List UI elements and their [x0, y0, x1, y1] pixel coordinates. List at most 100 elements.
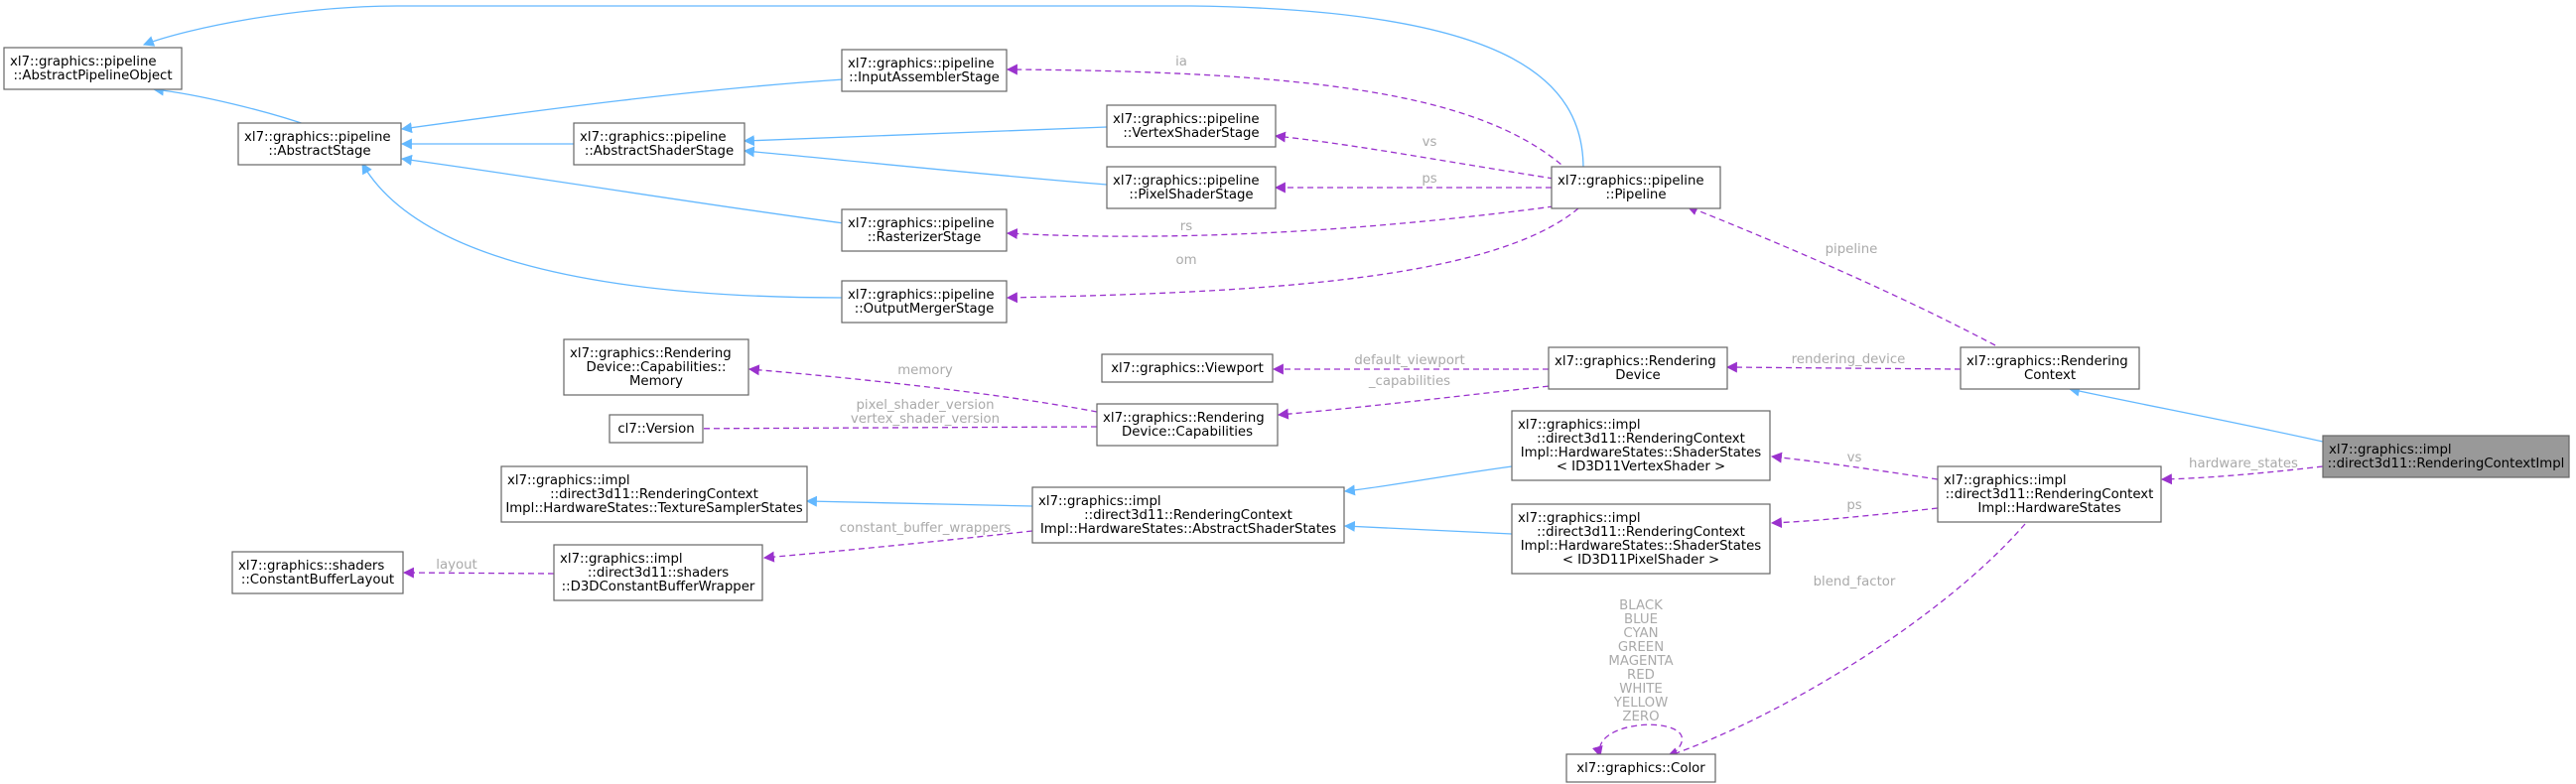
node-label-line: Impl::HardwareStates::ShaderStates: [1521, 446, 1762, 460]
node-box: [1096, 403, 1279, 447]
node-capabilities-memory[interactable]: xl7::graphics::RenderingDevice::Capabili…: [563, 338, 749, 396]
node-label-line: ::AbstractStage: [268, 144, 370, 159]
edge-labels: ia vs ps rs om pipeline rendering_device…: [436, 55, 2298, 724]
node-d3d-constant-buffer-wrapper[interactable]: xl7::graphics::impl::direct3d11::shaders…: [553, 544, 763, 601]
node-label-line: xl7::graphics::impl: [560, 552, 683, 567]
node-label-line: xl7::graphics::impl: [2329, 443, 2452, 457]
inherit-abstractstage-to-pipelineobject: [152, 84, 314, 128]
node-box: [841, 208, 1008, 252]
usage-shader-versions: [663, 423, 1098, 435]
node-box: [1937, 465, 2162, 523]
node-label-line: xl7::graphics::impl: [1038, 494, 1161, 509]
node-label-line: xl7::graphics::Rendering: [1555, 354, 1716, 369]
node-input-assembler-stage[interactable]: xl7::graphics::pipeline::InputAssemblerS…: [841, 49, 1008, 92]
node-abstract-shader-stage[interactable]: xl7::graphics::pipeline::AbstractShaderS…: [573, 122, 746, 166]
node-box: [553, 544, 763, 601]
node-rendering-context[interactable]: xl7::graphics::RenderingContext: [1960, 346, 2140, 390]
node-label-line: ::direct3d11::RenderingContext: [1946, 487, 2154, 502]
node-label-line: xl7::graphics::Rendering: [1966, 354, 2128, 369]
edge-label-blend-factor: blend_factor: [1814, 575, 1896, 589]
node-device-capabilities[interactable]: xl7::graphics::RenderingDevice::Capabili…: [1096, 403, 1279, 447]
node-box: [1511, 503, 1771, 575]
node-label-line: ::AbstractShaderStage: [585, 144, 734, 159]
node-shader-states-vertex[interactable]: xl7::graphics::impl::direct3d11::Renderi…: [1511, 410, 1771, 481]
node-label-line: ::OutputMergerStage: [855, 302, 995, 317]
node-box: [1031, 486, 1345, 544]
node-label-line: xl7::graphics::Color: [1576, 761, 1705, 776]
edge-label-vertex-shader-version: vertex_shader_version: [851, 412, 1000, 427]
node-pipeline[interactable]: xl7::graphics::pipeline::Pipeline: [1551, 166, 1721, 209]
node-box: [841, 280, 1008, 324]
node-label-line: xl7::graphics::pipeline: [1113, 112, 1260, 127]
usage-color-constants: [1592, 723, 1683, 758]
edge-label-rendering-device: rendering_device: [1792, 352, 1906, 367]
node-rendering-context-impl[interactable]: xl7::graphics::impl::direct3d11::Renderi…: [2322, 435, 2570, 478]
node-label-line: xl7::graphics::Viewport: [1111, 361, 1264, 376]
node-abstract-pipeline-object[interactable]: xl7::graphics::pipeline::AbstractPipelin…: [3, 47, 183, 90]
node-label-line: Context: [2024, 368, 2076, 383]
usage-rs: [1006, 205, 1555, 240]
inherit-pixelshaderstage-to-abstractshaderstage: [743, 146, 1108, 186]
node-box: [1565, 753, 1716, 783]
node-texture-sampler-states[interactable]: xl7::graphics::impl::direct3d11::Renderi…: [500, 465, 808, 523]
node-label-line: ::InputAssemblerStage: [849, 70, 1000, 85]
edge-label-ps-states: ps: [1846, 498, 1861, 513]
inherit-rasterizer-to-abstractstage: [400, 154, 845, 224]
node-box: [237, 122, 402, 166]
node-box: [1551, 166, 1721, 209]
node-label-line: xl7::graphics::pipeline: [848, 288, 995, 303]
color-constant-label: CYAN: [1623, 626, 1658, 641]
node-label-line: < ID3D11VertexShader >: [1557, 459, 1725, 474]
node-box: [1511, 410, 1771, 481]
color-constant-label: BLUE: [1624, 612, 1658, 627]
node-box: [609, 414, 704, 444]
node-label-line: ::direct3d11::RenderingContext: [1084, 508, 1292, 523]
edge-label-rs: rs: [1180, 219, 1192, 234]
edge-label-constant-buffer-wrappers: constant_buffer_wrappers: [840, 521, 1012, 536]
edge-label-pipeline: pipeline: [1826, 242, 1878, 257]
node-label-line: ::direct3d11::RenderingContext: [550, 487, 758, 502]
node-viewport[interactable]: xl7::graphics::Viewport: [1101, 353, 1274, 383]
node-label-line: ::direct3d11::shaders: [588, 566, 729, 581]
inherit-vertexshaderstage-to-abstractshaderstage: [743, 126, 1108, 147]
node-abstract-shader-states[interactable]: xl7::graphics::impl::direct3d11::Renderi…: [1031, 486, 1345, 544]
node-label-line: xl7::graphics::pipeline: [848, 216, 995, 231]
node-output-merger-stage[interactable]: xl7::graphics::pipeline::OutputMergerSta…: [841, 280, 1008, 324]
node-box: [1960, 346, 2140, 390]
node-abstract-stage[interactable]: xl7::graphics::pipeline::AbstractStage: [237, 122, 402, 166]
node-label-line: Impl::HardwareStates::ShaderStates: [1521, 539, 1762, 554]
node-box: [563, 338, 749, 396]
node-label-line: ::AbstractPipelineObject: [13, 68, 172, 83]
node-box: [500, 465, 808, 523]
color-constant-label: YELLOW: [1613, 696, 1668, 711]
node-cl7-version[interactable]: cl7::Version: [609, 414, 704, 444]
node-vertex-shader-stage[interactable]: xl7::graphics::pipeline::VertexShaderSta…: [1106, 104, 1277, 148]
node-box: [3, 47, 183, 90]
usage-pipeline: [1686, 204, 1996, 346]
node-label-line: xl7::graphics::impl: [1518, 511, 1641, 526]
usage-memory: [747, 364, 1098, 413]
node-pixel-shader-stage[interactable]: xl7::graphics::pipeline::PixelShaderStag…: [1106, 166, 1277, 209]
color-constant-label: BLACK: [1619, 598, 1663, 613]
usage-constant-buffer-wrappers: [762, 530, 1033, 563]
node-label-line: Device::Capabilities::: [587, 360, 727, 375]
color-constant-label: RED: [1627, 668, 1655, 683]
node-label-line: xl7::graphics::Rendering: [570, 346, 732, 361]
node-rasterizer-stage[interactable]: xl7::graphics::pipeline::RasterizerStage: [841, 208, 1008, 252]
node-label-line: xl7::graphics::shaders: [238, 559, 384, 574]
node-hardware-states[interactable]: xl7::graphics::impl::direct3d11::Renderi…: [1937, 465, 2162, 523]
node-color[interactable]: xl7::graphics::Color: [1565, 753, 1716, 783]
node-label-line: Impl::HardwareStates: [1977, 501, 2120, 516]
edge-label-vs-stage: vs: [1423, 135, 1437, 150]
usage-layout: [402, 567, 555, 579]
class-nodes: xl7::graphics::pipeline::AbstractPipelin…: [3, 47, 2570, 783]
node-label-line: ::direct3d11::RenderingContextImpl: [2328, 457, 2565, 471]
inherit-pipeline-to-pipelineobject: [142, 5, 1584, 170]
node-constant-buffer-layout[interactable]: xl7::graphics::shaders::ConstantBufferLa…: [231, 551, 404, 594]
node-label-line: Impl::HardwareStates::TextureSamplerStat…: [505, 501, 802, 516]
node-label-line: Impl::HardwareStates::AbstractShaderStat…: [1040, 522, 1336, 537]
node-shader-states-pixel[interactable]: xl7::graphics::impl::direct3d11::Renderi…: [1511, 503, 1771, 575]
color-constant-label: ZERO: [1622, 710, 1659, 724]
